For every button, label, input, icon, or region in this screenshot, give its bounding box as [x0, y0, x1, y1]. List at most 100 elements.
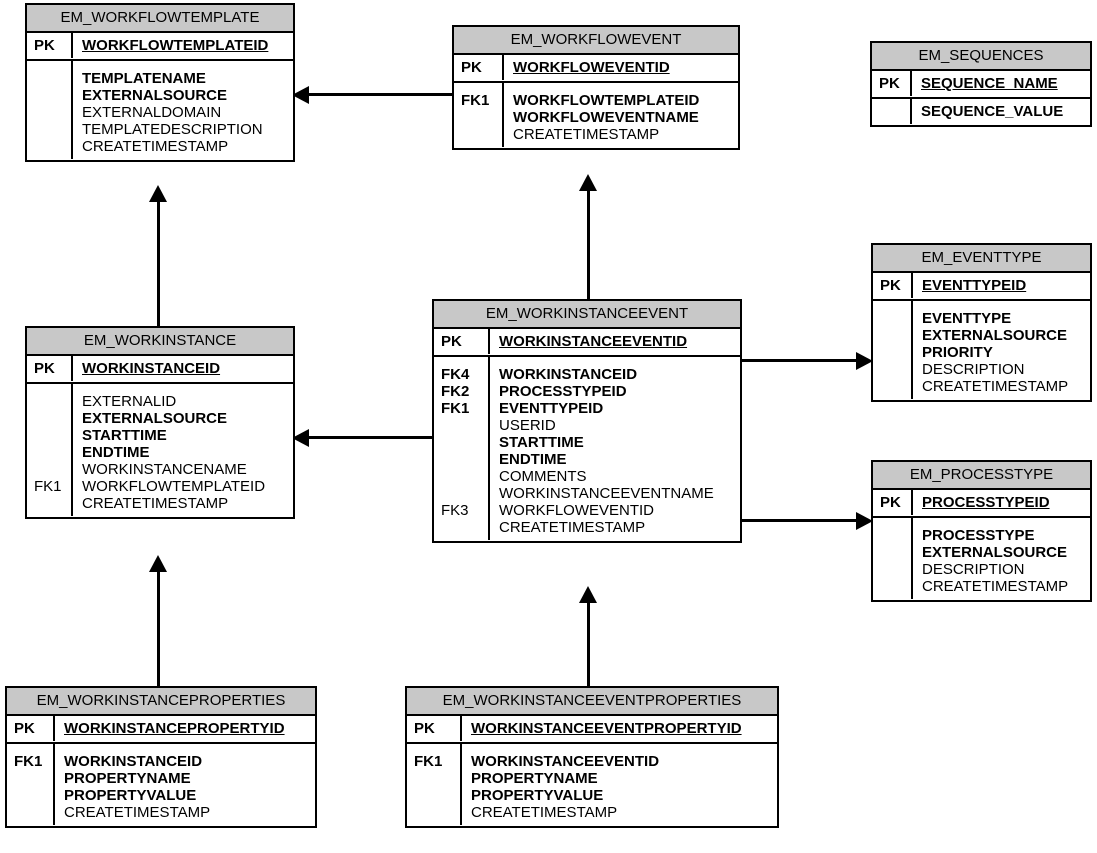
- entity-em-workinstance[interactable]: EM_WORKINSTANCE PK WORKINSTANCEID . . . …: [25, 326, 295, 519]
- entity-attr-section: . . . . PROCESSTYPE EXTERNALSOURCE DESCR…: [873, 518, 1090, 600]
- attribute: TEMPLATENAME: [82, 70, 206, 87]
- pk-attribute: WORKINSTANCEID: [82, 360, 221, 377]
- entity-pk-section: PK WORKFLOWTEMPLATEID: [27, 33, 293, 61]
- fk-key-column: FK1 . .: [454, 83, 504, 147]
- entity-em-workflowevent[interactable]: EM_WORKFLOWEVENT PK WORKFLOWEVENTID FK1 …: [452, 25, 740, 150]
- arrowhead-left-workinstance: [292, 429, 309, 447]
- attribute: EVENTTYPEID: [499, 400, 604, 417]
- pk-key-label: PK: [434, 329, 490, 354]
- pk-attribute: WORKFLOWEVENTID: [513, 59, 670, 76]
- attribute: WORKINSTANCEEVENTID: [471, 753, 660, 770]
- arrowhead-right-processtype: [856, 512, 873, 530]
- attribute: ENDTIME: [499, 451, 567, 468]
- attribute: CREATETIMESTAMP: [499, 519, 646, 536]
- key-text: PK: [880, 277, 901, 294]
- pk-attribute: WORKINSTANCEEVENTID: [499, 333, 688, 350]
- attribute: WORKINSTANCEEVENTNAME: [499, 485, 714, 502]
- pk-attribute: PROCESSTYPEID: [922, 494, 1050, 511]
- attribute: PROCESSTYPEID: [499, 383, 627, 400]
- entity-pk-section: PK EVENTTYPEID: [873, 273, 1090, 301]
- key-text: PK: [880, 494, 901, 511]
- entity-em-workinstanceeventproperties[interactable]: EM_WORKINSTANCEEVENTPROPERTIES PK WORKIN…: [405, 686, 779, 828]
- entity-em-workflowtemplate[interactable]: EM_WORKFLOWTEMPLATE PK WORKFLOWTEMPLATEI…: [25, 3, 295, 162]
- attribute: PRIORITY: [922, 344, 993, 361]
- entity-em-workinstanceevent[interactable]: EM_WORKINSTANCEEVENT PK WORKINSTANCEEVEN…: [432, 299, 742, 543]
- fk-key-column: FK1 . . .: [407, 744, 462, 825]
- entity-pk-section: PK WORKINSTANCEPROPERTYID: [7, 716, 315, 744]
- pk-attribute: SEQUENCE_NAME: [921, 75, 1058, 92]
- attribute: SEQUENCE_VALUE: [921, 103, 1064, 120]
- entity-pk-section: PK SEQUENCE_NAME: [872, 71, 1090, 99]
- attribute: WORKFLOWTEMPLATEID: [82, 478, 266, 495]
- key-text: FK1: [34, 478, 62, 495]
- attribute-column: WORKINSTANCEID PROCESSTYPEID EVENTTYPEID…: [490, 357, 740, 541]
- pk-key-label: PK: [407, 716, 462, 741]
- pk-key-label: PK: [873, 490, 913, 515]
- attribute: WORKINSTANCEID: [64, 753, 203, 770]
- entity-pk-section: PK WORKINSTANCEEVENTPROPERTYID: [407, 716, 777, 744]
- fk-key-column: FK1 . . .: [7, 744, 55, 825]
- key-text: PK: [34, 360, 55, 377]
- key-text: PK: [414, 720, 435, 737]
- connector-workinstanceevent-to-workflowevent: [587, 190, 590, 300]
- arrowhead-up-workinstanceevent: [579, 586, 597, 603]
- arrowhead-right-eventtype: [856, 352, 873, 370]
- connector-workinstanceevent-to-processtype: [742, 519, 859, 522]
- attribute-column: TEMPLATENAME EXTERNALSOURCE EXTERNALDOMA…: [73, 61, 293, 160]
- pk-key-label: PK: [872, 71, 912, 96]
- entity-title: EM_SEQUENCES: [872, 43, 1090, 71]
- entity-em-processtype[interactable]: EM_PROCESSTYPE PK PROCESSTYPEID . . . . …: [871, 460, 1092, 602]
- attribute: CREATETIMESTAMP: [82, 138, 229, 155]
- attribute: EXTERNALSOURCE: [82, 87, 228, 104]
- attribute: CREATETIMESTAMP: [513, 126, 660, 143]
- key-text: FK2: [441, 383, 470, 400]
- pk-attribute: WORKFLOWTEMPLATEID: [82, 37, 269, 54]
- connector-workinstanceeventproperties-to-workinstanceevent: [587, 601, 590, 688]
- connector-workinstance-to-workflowtemplate: [157, 200, 160, 326]
- pk-key-label: PK: [873, 273, 913, 298]
- entity-pk-section: PK WORKFLOWEVENTID: [454, 55, 738, 83]
- arrowhead-up-workinstance: [149, 555, 167, 572]
- entity-pk-section: PK PROCESSTYPEID: [873, 490, 1090, 518]
- attribute: WORKINSTANCENAME: [82, 461, 247, 478]
- pk-attribute-cell: WORKINSTANCEPROPERTYID: [55, 716, 315, 742]
- key-text: PK: [461, 59, 482, 76]
- key-text: FK1: [14, 753, 43, 770]
- entity-em-eventtype[interactable]: EM_EVENTTYPE PK EVENTTYPEID . . . . . EV…: [871, 243, 1092, 402]
- pk-attribute: WORKINSTANCEEVENTPROPERTYID: [471, 720, 742, 737]
- pk-attribute: EVENTTYPEID: [922, 277, 1027, 294]
- key-text: PK: [879, 75, 900, 92]
- pk-attribute-cell: WORKFLOWTEMPLATEID: [73, 33, 293, 59]
- pk-attribute-cell: WORKINSTANCEEVENTPROPERTYID: [462, 716, 777, 742]
- fk-key-column: . . . . .: [27, 61, 73, 159]
- pk-attribute-cell: WORKINSTANCEID: [73, 356, 293, 382]
- entity-title: EM_WORKINSTANCEPROPERTIES: [7, 688, 315, 716]
- fk-key-column: . . . .: [873, 518, 913, 599]
- key-text: PK: [441, 333, 462, 350]
- entity-em-workinstanceproperties[interactable]: EM_WORKINSTANCEPROPERTIES PK WORKINSTANC…: [5, 686, 317, 828]
- connector-workinstanceevent-to-workinstance: [305, 436, 433, 439]
- attribute: TEMPLATEDESCRIPTION: [82, 121, 263, 138]
- attribute: PROCESSTYPE: [922, 527, 1035, 544]
- attribute: PROPERTYVALUE: [64, 787, 197, 804]
- attribute: CREATETIMESTAMP: [64, 804, 211, 821]
- attribute: EXTERNALSOURCE: [922, 327, 1068, 344]
- attribute: USERID: [499, 417, 556, 434]
- key-text: FK1: [414, 753, 443, 770]
- key-text: FK4: [441, 366, 470, 383]
- attribute-column: SEQUENCE_VALUE: [912, 99, 1090, 125]
- fk-key-column: . . . . .: [873, 301, 913, 399]
- key-text: FK1: [441, 400, 470, 417]
- attribute-column: WORKINSTANCEID PROPERTYNAME PROPERTYVALU…: [55, 744, 315, 826]
- attribute: STARTTIME: [499, 434, 584, 451]
- attribute: WORKFLOWEVENTNAME: [513, 109, 699, 126]
- connector-workinstanceproperties-to-workinstance: [157, 570, 160, 688]
- pk-key-label: PK: [27, 33, 73, 58]
- entity-title: EM_WORKFLOWEVENT: [454, 27, 738, 55]
- attribute: EVENTTYPE: [922, 310, 1012, 327]
- attribute-column: WORKINSTANCEEVENTID PROPERTYNAME PROPERT…: [462, 744, 777, 826]
- key-text: FK1: [461, 92, 490, 109]
- entity-em-sequences[interactable]: EM_SEQUENCES PK SEQUENCE_NAME . SEQUENCE…: [870, 41, 1092, 127]
- pk-attribute-cell: EVENTTYPEID: [913, 273, 1090, 299]
